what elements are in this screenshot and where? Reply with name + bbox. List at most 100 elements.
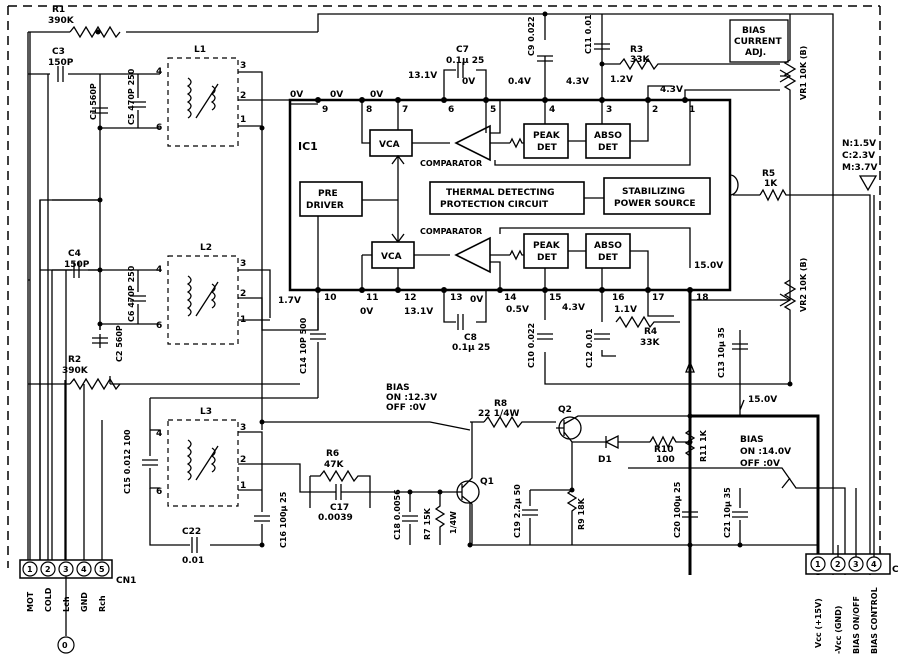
r11-label: R11 1K bbox=[699, 429, 708, 462]
svg-text:DET: DET bbox=[537, 253, 558, 263]
svg-text:2: 2 bbox=[652, 105, 658, 115]
r6-value: 47K bbox=[324, 460, 345, 470]
capacitor-c20 bbox=[682, 490, 698, 545]
svg-text:STABILIZING: STABILIZING bbox=[622, 187, 685, 197]
v-pin1: 4.3V bbox=[660, 85, 683, 95]
v-pin5: 0V bbox=[462, 77, 475, 87]
c13-label: C13 10μ 35 bbox=[717, 327, 726, 378]
r4-ref: R4 bbox=[644, 327, 657, 337]
q2-ref: Q2 bbox=[558, 405, 572, 415]
svg-text:4: 4 bbox=[549, 105, 555, 115]
coil-l3 bbox=[186, 439, 219, 481]
c17-value: 0.0039 bbox=[318, 513, 353, 523]
svg-text:4: 4 bbox=[81, 565, 87, 574]
capacitor-c3 bbox=[57, 66, 64, 82]
resistor-r8 bbox=[483, 415, 556, 429]
svg-text:14: 14 bbox=[504, 293, 517, 303]
coil-l3-shield bbox=[167, 419, 239, 507]
svg-text:1: 1 bbox=[240, 481, 246, 491]
r5-ref: R5 bbox=[762, 169, 775, 179]
c16-label: C16 100μ 25 bbox=[279, 491, 288, 548]
coil-l1-shield bbox=[167, 57, 239, 147]
svg-text:PEAK: PEAK bbox=[533, 131, 561, 141]
svg-text:17: 17 bbox=[652, 293, 665, 303]
resistor-r5 bbox=[759, 188, 860, 202]
r2-ref: R2 bbox=[68, 355, 81, 365]
l2-ref: L2 bbox=[200, 243, 212, 253]
capacitor-c18 bbox=[402, 492, 418, 545]
nch-voltage-m: M:3.7V bbox=[842, 163, 877, 173]
d1-ref: D1 bbox=[598, 455, 612, 465]
c12-label: C12 0.01 bbox=[585, 328, 594, 368]
c3-ref: C3 bbox=[52, 47, 65, 57]
svg-text:VCA: VCA bbox=[381, 252, 402, 262]
capacitor-c16 bbox=[254, 500, 270, 545]
svg-text:2: 2 bbox=[240, 91, 246, 101]
svg-text:DRIVER: DRIVER bbox=[306, 201, 344, 211]
resistor-r3 bbox=[602, 57, 780, 71]
v-pin18: 15.0V bbox=[694, 261, 723, 271]
l3-ref: L3 bbox=[200, 407, 212, 417]
svg-text:BIAS: BIAS bbox=[742, 26, 766, 36]
coil-l2-shield bbox=[167, 255, 239, 345]
svg-text:16: 16 bbox=[612, 293, 625, 303]
svg-text:COMPARATOR: COMPARATOR bbox=[420, 159, 482, 168]
capacitor-c12 bbox=[594, 333, 610, 340]
cn2-pin1-name: Vcc (+15V) bbox=[814, 598, 823, 648]
svg-text:5: 5 bbox=[99, 565, 105, 574]
svg-text:2: 2 bbox=[835, 560, 841, 569]
svg-text:ON :12.3V: ON :12.3V bbox=[386, 393, 437, 403]
svg-text:DET: DET bbox=[598, 143, 619, 153]
svg-text:18: 18 bbox=[696, 293, 709, 303]
capacitor-c21 bbox=[732, 488, 748, 545]
c19-label: C19 2.2μ 50 bbox=[513, 484, 522, 538]
svg-text:3: 3 bbox=[240, 259, 246, 269]
capacitor-c5 bbox=[130, 74, 146, 128]
cn1-pin3-name: Lch bbox=[62, 596, 71, 612]
c4-value: 150P bbox=[64, 260, 90, 270]
v-pin2: 1.2V bbox=[610, 75, 633, 85]
svg-text:7: 7 bbox=[402, 105, 408, 115]
capacitor-c1 bbox=[92, 107, 108, 114]
cn1-pin1-name: MOT bbox=[26, 591, 35, 612]
l1-ref: L1 bbox=[194, 45, 206, 55]
vca-bottom-block bbox=[371, 241, 415, 269]
cn2-label: C bbox=[892, 565, 899, 575]
c20-label: C20 100μ 25 bbox=[673, 481, 682, 538]
resistor-r11 bbox=[684, 429, 696, 457]
vcc-rail bbox=[688, 290, 820, 575]
svg-text:1: 1 bbox=[27, 565, 33, 574]
svg-text:15.0V: 15.0V bbox=[748, 395, 777, 405]
capacitor-c15 bbox=[142, 430, 160, 489]
v-pin10: 1.7V bbox=[278, 296, 301, 306]
capacitor-c2 bbox=[92, 324, 108, 348]
capacitor-c10 bbox=[537, 333, 553, 340]
r1-value: 390K bbox=[48, 16, 75, 26]
capacitor-c6 bbox=[130, 270, 146, 324]
nch-voltage-c: C:2.3V bbox=[842, 151, 875, 161]
comparator-top bbox=[454, 124, 491, 162]
transistor-q2 bbox=[556, 415, 690, 470]
cn1-pins bbox=[22, 561, 110, 577]
svg-text:4: 4 bbox=[156, 429, 162, 439]
v-pin4: 0.4V bbox=[508, 77, 531, 87]
svg-text:DET: DET bbox=[598, 253, 619, 263]
c8-value: 0.1μ 25 bbox=[452, 343, 490, 353]
svg-text:3: 3 bbox=[63, 565, 69, 574]
resistor-r1 bbox=[69, 25, 121, 39]
junction-dots bbox=[97, 11, 793, 548]
resistor-r2 bbox=[69, 377, 121, 391]
r1-ref: R1 bbox=[52, 5, 65, 15]
wire bbox=[27, 32, 66, 570]
vr2-label: VR2 10K (B) bbox=[799, 258, 808, 312]
resistor-r10 bbox=[649, 435, 690, 449]
cn2-pin3-name: BIAS ON/OFF bbox=[852, 596, 861, 654]
c18-label: C18 0.0056 bbox=[393, 489, 402, 540]
r10-ref: R10 bbox=[654, 445, 673, 455]
cn1-pin2-name: COLD bbox=[44, 587, 53, 612]
q1-ref: Q1 bbox=[480, 477, 494, 487]
ic1-label: IC1 bbox=[298, 140, 318, 153]
svg-text:VCA: VCA bbox=[379, 140, 400, 150]
svg-text:6: 6 bbox=[448, 105, 454, 115]
c8-ref: C8 bbox=[464, 333, 477, 343]
